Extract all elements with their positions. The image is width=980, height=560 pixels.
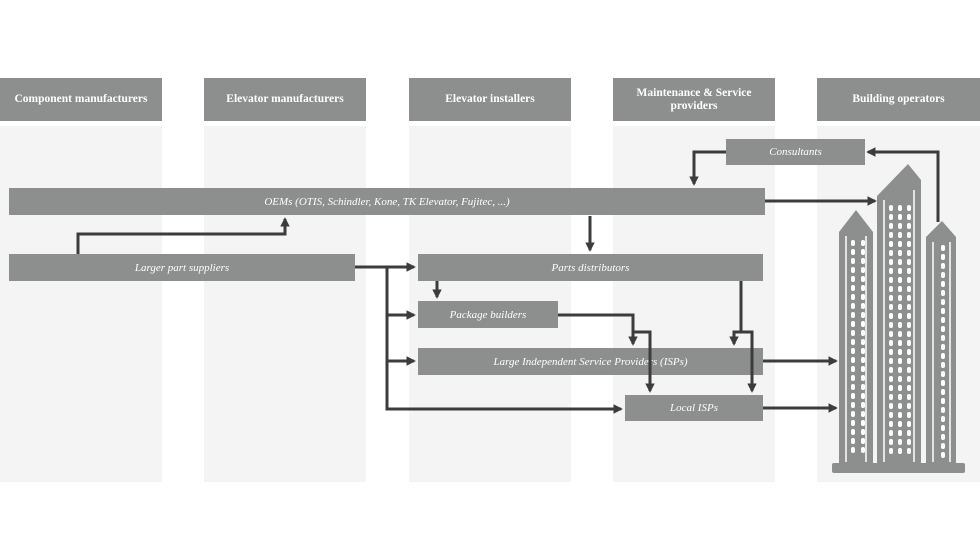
arrow-suppliers-to-large-isps (385, 315, 416, 366)
arrow-distributors-to-local-isps (741, 330, 757, 393)
arrow-package-builders-to-local-isps (633, 330, 655, 393)
arrow-suppliers-to-oems (76, 217, 290, 254)
node-parts-distributors: Parts distributors (418, 254, 763, 281)
node-oems: OEMs (OTIS, Schindler, Kone, TK Elevator… (9, 188, 765, 215)
node-consultants: Consultants (726, 139, 865, 165)
column-header-component-manufacturers: Component manufacturers (0, 78, 162, 121)
column-header-maintenance-service: Maintenance & Service providers (613, 78, 775, 121)
arrow-suppliers-to-package-builders (385, 267, 416, 320)
node-larger-part-suppliers: Larger part suppliers (9, 254, 355, 281)
node-package-builders: Package builders (418, 301, 558, 328)
arrow-buildings-to-consultants (866, 147, 940, 222)
column-header-elevator-manufacturers: Elevator manufacturers (204, 78, 366, 121)
node-large-isps: Large Independent Service Providers (ISP… (418, 348, 763, 375)
arrow-suppliers-to-local-isps (385, 361, 623, 414)
column-bg-elevator-manufacturers (204, 126, 366, 482)
arrow-distributors-to-large-isps (729, 281, 743, 346)
column-header-building-operators: Building operators (817, 78, 980, 121)
column-header-elevator-installers: Elevator installers (409, 78, 571, 121)
arrow-package-builders-to-large-isps (558, 313, 638, 346)
column-bg-component-manufacturers (0, 126, 162, 482)
arrow-consultants-to-oems (689, 150, 726, 186)
building-windows (851, 205, 945, 458)
node-local-isps: Local ISPs (625, 395, 763, 421)
